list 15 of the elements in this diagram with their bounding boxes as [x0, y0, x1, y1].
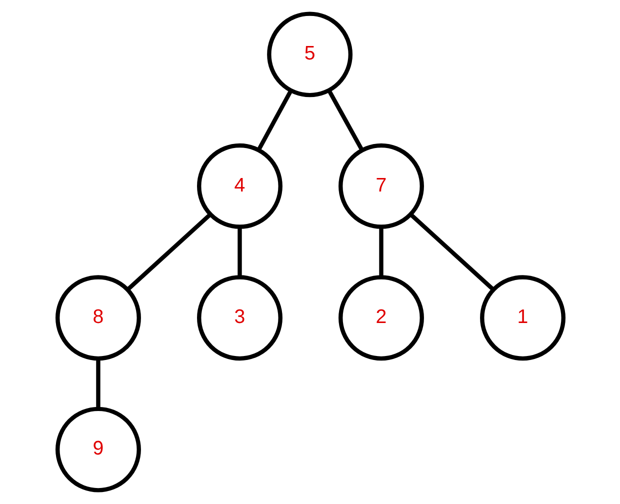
node-circle: 5	[266, 12, 352, 98]
connector	[326, 89, 364, 152]
connector	[409, 213, 494, 292]
node-circle: 8	[55, 275, 140, 361]
connector	[378, 226, 383, 277]
node-circle: 4	[196, 143, 282, 229]
node-circle: 2	[338, 275, 424, 361]
connector	[126, 213, 211, 292]
node-circle: 3	[196, 275, 282, 361]
connector	[237, 226, 242, 277]
node-circle: 1	[480, 275, 565, 361]
node-circle: 7	[338, 143, 424, 229]
connector	[256, 90, 292, 152]
connector	[96, 358, 100, 409]
node-circle: 9	[55, 406, 140, 492]
